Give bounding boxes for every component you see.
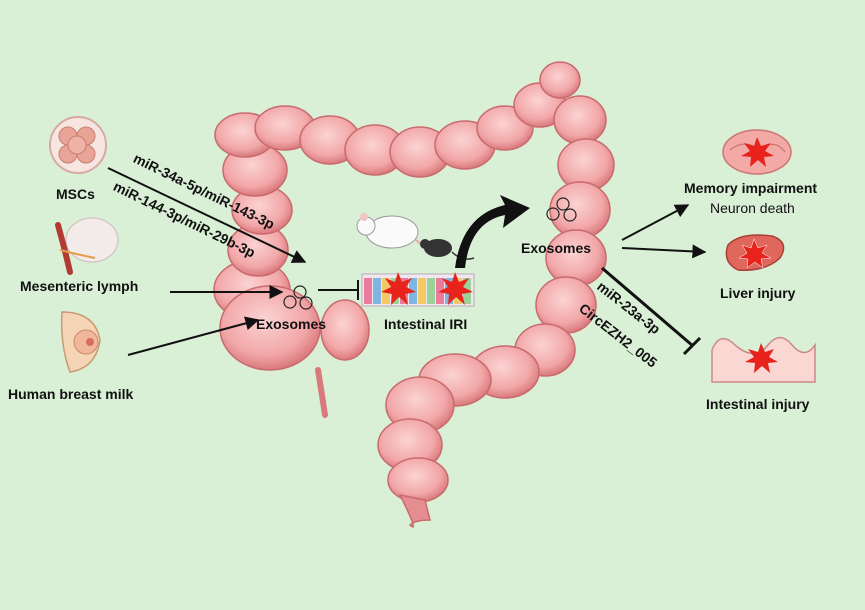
injury-burst-icon bbox=[745, 343, 778, 373]
exosomes-right-icon bbox=[546, 197, 577, 222]
mscs-icon bbox=[49, 116, 107, 174]
arrow-mscs-to-exosomes bbox=[107, 167, 307, 263]
mesenteric-lymph-icon bbox=[55, 217, 119, 275]
intestinal-villi-icon bbox=[711, 336, 816, 383]
mouse-icon bbox=[420, 239, 475, 260]
label-liver-injury: Liver injury bbox=[720, 285, 796, 301]
colon-illustration bbox=[213, 61, 615, 528]
injury-burst-icon bbox=[381, 272, 416, 305]
injury-burst-icon bbox=[738, 238, 772, 269]
label-exosomes-left: Exosomes bbox=[256, 316, 327, 332]
liver-icon bbox=[725, 234, 785, 271]
label-neuron-death: Neuron death bbox=[710, 200, 795, 216]
label-human-breast-milk: Human breast milk bbox=[8, 386, 134, 402]
inhibit-intestinal-injury bbox=[601, 266, 694, 348]
sigmoid-colon bbox=[377, 345, 540, 528]
descending-colon bbox=[514, 95, 615, 377]
epithelium-strip bbox=[361, 272, 475, 307]
arrows bbox=[107, 167, 707, 356]
inhibit-bar-intestinal bbox=[682, 336, 702, 356]
breast-milk-icon bbox=[60, 311, 101, 373]
label-exosomes-right: Exosomes bbox=[521, 240, 592, 256]
exosomes-left-icon bbox=[283, 285, 313, 310]
label-memory-impairment: Memory impairment bbox=[684, 180, 818, 196]
transverse-colon bbox=[254, 61, 581, 178]
curved-arrow bbox=[455, 195, 530, 268]
label-intestinal-iri: Intestinal IRI bbox=[384, 316, 468, 332]
injury-burst-icon bbox=[438, 272, 473, 305]
label-mesenteric-lymph: Mesenteric lymph bbox=[20, 278, 139, 294]
arrow-to-memory bbox=[621, 204, 690, 241]
injury-burst-icon bbox=[741, 137, 774, 167]
label-intestinal-injury: Intestinal injury bbox=[706, 396, 810, 412]
arrow-to-liver bbox=[621, 244, 707, 259]
brain-icon bbox=[722, 129, 792, 175]
label-mscs: MSCs bbox=[56, 186, 95, 202]
arrow-milk-to-exosomes bbox=[127, 316, 260, 356]
